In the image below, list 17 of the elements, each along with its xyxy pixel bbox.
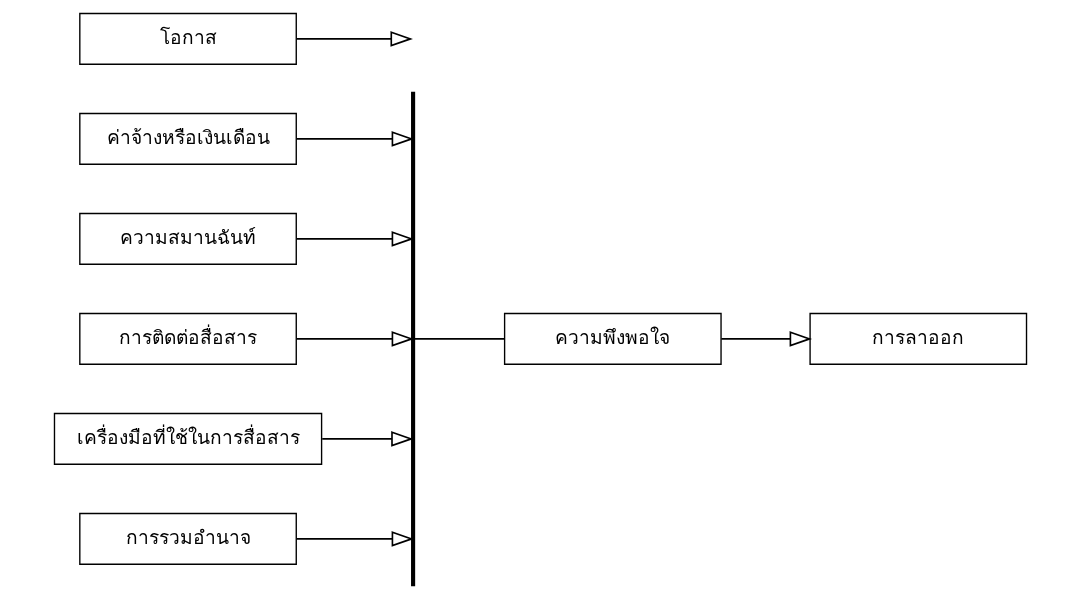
node-box: การติดต่อสื่อสาร bbox=[78, 312, 297, 365]
connector bbox=[413, 338, 505, 340]
node-box: เครื่องมือที่ใช้ในการสื่อสาร bbox=[53, 412, 322, 465]
node-box: การรวมอำนาจ bbox=[78, 512, 297, 565]
node-box: ค่าจ้างหรือเงินเดือน bbox=[78, 112, 297, 165]
arrow bbox=[720, 331, 812, 347]
node-bar bbox=[410, 91, 415, 587]
arrow bbox=[295, 131, 414, 147]
node-box: ความพึงพอใจ bbox=[503, 312, 722, 365]
arrow bbox=[320, 431, 414, 447]
node-box: ความสมานฉันท์ bbox=[78, 212, 297, 265]
arrow bbox=[295, 31, 413, 47]
node-box: การลาออก bbox=[808, 312, 1027, 365]
arrow bbox=[295, 531, 414, 547]
node-box: โอกาส bbox=[78, 12, 297, 65]
arrow bbox=[295, 231, 414, 247]
arrow bbox=[295, 331, 414, 347]
